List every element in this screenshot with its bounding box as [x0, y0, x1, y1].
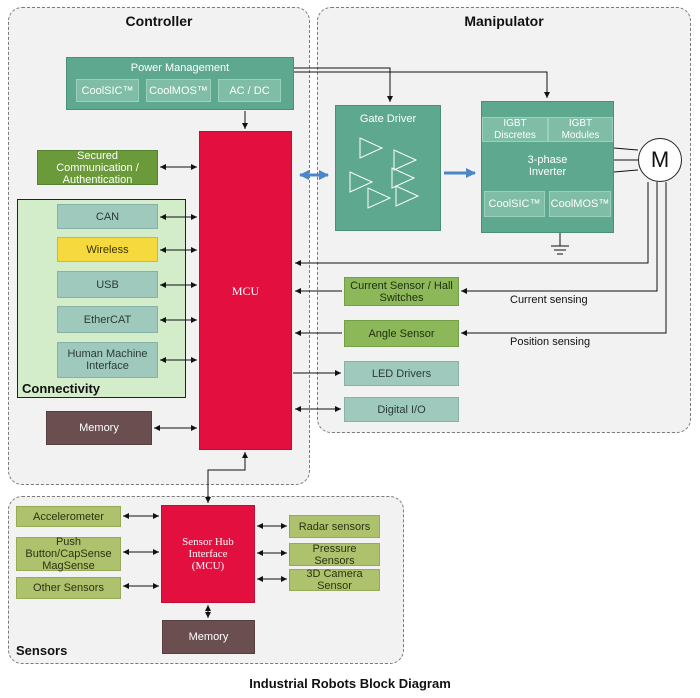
- motor-circle: M: [638, 138, 682, 182]
- motor-current-line: [461, 182, 658, 294]
- connectivity-usb: USB: [57, 271, 158, 298]
- sensor-push-button: Push Button/CapSense MagSense: [16, 536, 121, 572]
- sensors-memory: Memory: [162, 620, 255, 654]
- current-sensing-label: Current sensing: [510, 294, 588, 306]
- driver-triangle-6: [395, 185, 420, 207]
- mcu-sensor-hub-line: [205, 452, 248, 503]
- mcu-block: MCU: [199, 131, 292, 450]
- sensor-hub-block: Sensor Hub Interface (MCU): [161, 505, 255, 603]
- connectivity-can: CAN: [57, 204, 158, 229]
- connectivity-title: Connectivity: [22, 381, 101, 396]
- driver-triangle-3: [367, 187, 392, 209]
- digital-io-block: Digital I/O: [344, 397, 459, 422]
- controller-memory: Memory: [46, 411, 152, 445]
- gate-driver-title: Gate Driver: [359, 113, 417, 125]
- current-sensor-block: Current Sensor / Hall Switches: [344, 277, 459, 306]
- inverter-igbt-discretes: IGBT Discretes: [482, 117, 548, 142]
- manipulator-title: Manipulator: [464, 13, 544, 29]
- power-to-gate-line: [294, 67, 393, 102]
- driver-triangle-4: [393, 149, 418, 171]
- led-drivers-block: LED Drivers: [344, 361, 459, 386]
- secured-communication-block: Secured Communication / Authentication: [37, 150, 158, 186]
- inverter-coolsic: CoolSIC™: [484, 191, 545, 217]
- connectivity-wireless: Wireless: [57, 237, 158, 262]
- sensors-title: Sensors: [16, 643, 68, 658]
- sensor-radar: Radar sensors: [289, 515, 380, 538]
- sensor-3d-camera: 3D Camera Sensor: [289, 568, 380, 592]
- driver-triangle-5: [391, 167, 416, 189]
- sensor-pressure: Pressure Sensors: [289, 543, 380, 567]
- power-acdc: AC / DC: [218, 79, 281, 102]
- sensor-other: Other Sensors: [16, 577, 121, 599]
- power-coolmos: CoolMOS™: [146, 79, 211, 102]
- driver-triangle-2: [349, 171, 374, 193]
- angle-sensor-block: Angle Sensor: [344, 320, 459, 347]
- inverter-motor-phase-1: [613, 147, 639, 151]
- inverter-igbt-modules: IGBT Modules: [548, 117, 613, 142]
- power-coolsic: CoolSIC™: [76, 79, 139, 102]
- position-sensing-label: Position sensing: [510, 336, 591, 348]
- inverter-motor-phase-3: [613, 169, 639, 173]
- controller-title: Controller: [125, 13, 193, 29]
- motor-to-mcu-line: [295, 182, 649, 266]
- connectivity-hmi: Human Machine Interface: [57, 342, 158, 378]
- power-to-inverter-line: [294, 71, 550, 98]
- inverter-coolmos: CoolMOS™: [549, 191, 611, 217]
- power-management-title: Power Management: [130, 62, 230, 74]
- inverter-label: 3-phase Inverter: [527, 154, 568, 178]
- gate-driver-block: [335, 105, 441, 231]
- sensor-accelerometer: Accelerometer: [16, 506, 121, 527]
- connectivity-ethercat: EtherCAT: [57, 306, 158, 333]
- motor-position-line: [461, 182, 667, 336]
- driver-triangle-1: [359, 137, 384, 159]
- diagram-caption: Industrial Robots Block Diagram: [249, 676, 451, 691]
- gate-driver-symbols: [349, 137, 420, 209]
